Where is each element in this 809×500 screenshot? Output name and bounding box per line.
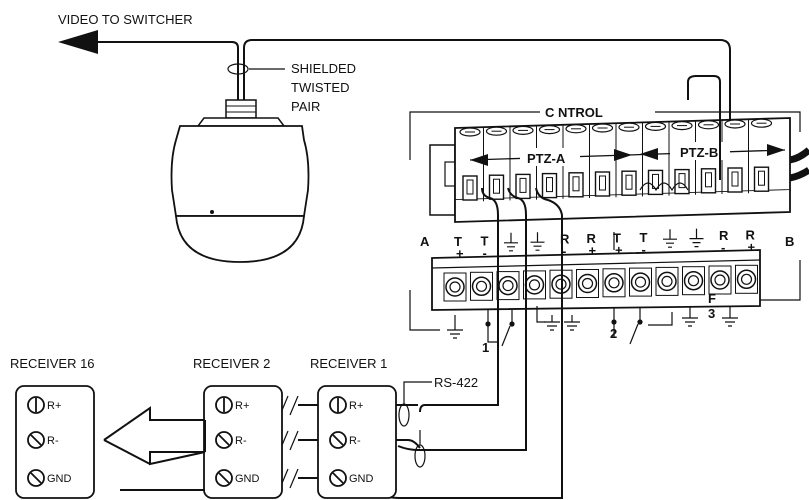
terminal-pin-label: T <box>454 234 462 249</box>
terminal-pin-label: R <box>746 227 756 242</box>
lower-block-connections <box>447 306 738 347</box>
connection-f-label: F <box>708 291 716 306</box>
terminal-side-b: B <box>785 234 794 249</box>
terminal-pin-label: R <box>719 228 729 243</box>
connection-1-label: 1 <box>482 340 489 355</box>
terminal-pin-sign: - <box>483 245 487 260</box>
receiver-terminal-label: GND <box>47 473 72 485</box>
terminal-pin-sign: + <box>615 242 623 257</box>
receiver-title: RECEIVER 1 <box>310 356 387 371</box>
terminal-pin-label: R <box>560 232 570 247</box>
receiver-title: RECEIVER 16 <box>10 356 95 371</box>
terminal-side-a: A <box>420 234 430 249</box>
terminal-pin-sign: + <box>456 246 464 261</box>
terminal-pin-sign: - <box>562 244 566 259</box>
shielded-pair-cable <box>243 39 731 145</box>
ground-symbol <box>530 232 545 251</box>
terminal-pin-labels: T+T-R-R+T+T-R-R+ <box>454 227 756 261</box>
dome-camera-icon <box>170 99 310 263</box>
connection-2-label: 2 <box>610 326 617 341</box>
terminal-pin-label: T <box>613 230 621 245</box>
shielded-label-line2: TWISTED <box>291 80 350 95</box>
video-arrowhead <box>58 30 98 54</box>
receiver-terminal-label: R+ <box>349 400 363 412</box>
control-label: C NTROL <box>545 105 603 120</box>
cable-shield-marker <box>227 63 249 75</box>
rs422-label: RS-422 <box>434 375 478 390</box>
terminal-pin-label: T <box>481 233 489 248</box>
receiver-terminal-label: R+ <box>235 400 249 412</box>
receiver-terminal-label: GND <box>349 473 374 485</box>
upper-terminal-block <box>429 117 791 223</box>
terminal-pin-sign: + <box>589 243 597 258</box>
ground-symbol <box>504 232 518 252</box>
terminal-pin-label: T <box>640 230 648 245</box>
shielded-label-line1: SHIELDED <box>291 61 356 76</box>
terminal-pin-sign: + <box>748 239 756 254</box>
receiver-fanout-arrow <box>103 406 206 491</box>
ground-symbol <box>689 228 704 248</box>
video-cable <box>58 30 239 100</box>
ptz-a-label: PTZ-A <box>527 151 566 166</box>
control-bracket <box>409 111 801 331</box>
receiver-1: RECEIVER 2 R+ R- GND <box>193 356 283 499</box>
shielded-label-line3: PAIR <box>291 99 320 114</box>
receiver-title: RECEIVER 2 <box>193 356 270 371</box>
ptz-b-label: PTZ-B <box>680 145 718 160</box>
receiver-2: RECEIVER 1 R+ R- GND <box>310 356 397 499</box>
receiver-terminal-label: R+ <box>47 400 61 412</box>
connection-3-label: 3 <box>708 306 715 321</box>
receiver-0: RECEIVER 16 R+ R- GND <box>10 356 95 499</box>
video-cable-line <box>98 41 239 100</box>
terminal-pin-sign: - <box>721 240 725 255</box>
terminal-pin-label: R <box>587 231 597 246</box>
receiver-terminal-label: R- <box>349 435 361 447</box>
terminal-pin-sign: - <box>642 242 646 257</box>
ground-symbol <box>663 229 677 248</box>
side-cable-icon <box>789 147 809 182</box>
receiver-terminal-label: GND <box>235 473 260 485</box>
receiver-terminal-label: R- <box>235 435 247 447</box>
video-to-switcher-label: VIDEO TO SWITCHER <box>58 12 193 27</box>
receiver-terminal-label: R- <box>47 435 59 447</box>
